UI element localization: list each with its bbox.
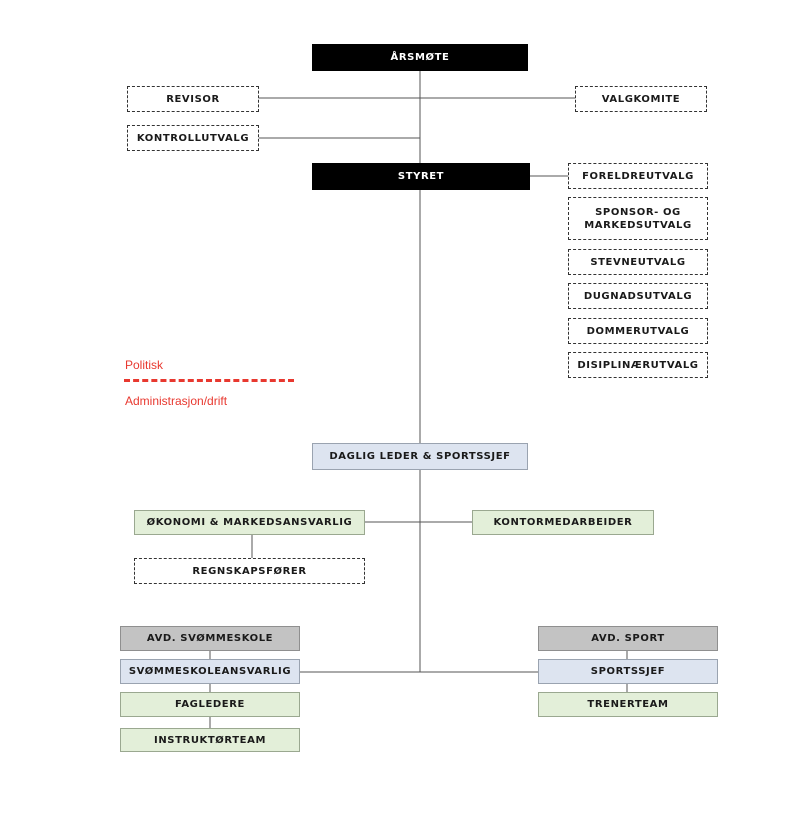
sportssjef-box: SPORTSSJEF	[538, 659, 718, 684]
arsmote-label: ÅRSMØTE	[390, 52, 450, 63]
dugnadsutvalg-box: DUGNADSUTVALG	[568, 283, 708, 309]
dommerutvalg-label: DOMMERUTVALG	[586, 325, 690, 337]
legend-politisk: Politisk	[125, 358, 164, 372]
stevneutvalg-box: STEVNEUTVALG	[568, 249, 708, 275]
fagledere-label: FAGLEDERE	[175, 699, 245, 710]
dommerutvalg-box: DOMMERUTVALG	[568, 318, 708, 344]
disiplinaerutvalg-label: DISIPLINÆRUTVALG	[577, 359, 699, 371]
trenerteam-box: TRENERTEAM	[538, 692, 718, 717]
sportssjef-label: SPORTSSJEF	[590, 666, 666, 677]
regnskapsforer-label: REGNSKAPSFØRER	[192, 565, 307, 577]
foreldreutvalg-label: FORELDREUTVALG	[582, 170, 694, 182]
styret-box: STYRET	[312, 163, 530, 190]
valgkomite-box: VALGKOMITE	[575, 86, 707, 112]
daglig-leder-box: DAGLIG LEDER & SPORTSSJEF	[312, 443, 528, 470]
sponsor-markedsutvalg-box: SPONSOR- OG MARKEDSUTVALG	[568, 197, 708, 240]
daglig-leder-label: DAGLIG LEDER & SPORTSSJEF	[329, 451, 511, 462]
fagledere-box: FAGLEDERE	[120, 692, 300, 717]
styret-label: STYRET	[397, 171, 445, 182]
avd-svommeskole-box: AVD. SVØMMESKOLE	[120, 626, 300, 651]
disiplinaerutvalg-box: DISIPLINÆRUTVALG	[568, 352, 708, 378]
foreldreutvalg-box: FORELDREUTVALG	[568, 163, 708, 189]
okonomi-label: ØKONOMI & MARKEDSANSVARLIG	[146, 517, 353, 528]
svommeskoleansvarlig-box: SVØMMESKOLEANSVARLIG	[120, 659, 300, 684]
legend-administrasjon: Administrasjon/drift	[125, 394, 228, 408]
revisor-box: REVISOR	[127, 86, 259, 112]
okonomi-box: ØKONOMI & MARKEDSANSVARLIG	[134, 510, 365, 535]
kontrollutvalg-box: KONTROLLUTVALG	[127, 125, 259, 151]
valgkomite-label: VALGKOMITE	[601, 93, 681, 105]
trenerteam-label: TRENERTEAM	[587, 699, 669, 710]
kontrollutvalg-label: KONTROLLUTVALG	[136, 132, 250, 144]
legend-divider-line	[124, 379, 294, 382]
avd-svommeskole-label: AVD. SVØMMESKOLE	[146, 633, 274, 644]
arsmote-box: ÅRSMØTE	[312, 44, 528, 71]
avd-sport-label: AVD. SPORT	[591, 633, 665, 644]
kontormedarbeider-label: KONTORMEDARBEIDER	[493, 517, 633, 528]
sponsor-label-line1: SPONSOR- OG	[595, 206, 681, 218]
instruktorteam-box: INSTRUKTØRTEAM	[120, 728, 300, 752]
dugnadsutvalg-label: DUGNADSUTVALG	[583, 290, 693, 302]
kontormedarbeider-box: KONTORMEDARBEIDER	[472, 510, 654, 535]
svommeskoleansvarlig-label: SVØMMESKOLEANSVARLIG	[128, 666, 292, 677]
stevneutvalg-label: STEVNEUTVALG	[590, 256, 686, 268]
sponsor-label-line2: MARKEDSUTVALG	[584, 219, 692, 231]
revisor-label: REVISOR	[166, 93, 220, 105]
regnskapsforer-box: REGNSKAPSFØRER	[134, 558, 365, 584]
avd-sport-box: AVD. SPORT	[538, 626, 718, 651]
instruktorteam-label: INSTRUKTØRTEAM	[154, 734, 266, 746]
